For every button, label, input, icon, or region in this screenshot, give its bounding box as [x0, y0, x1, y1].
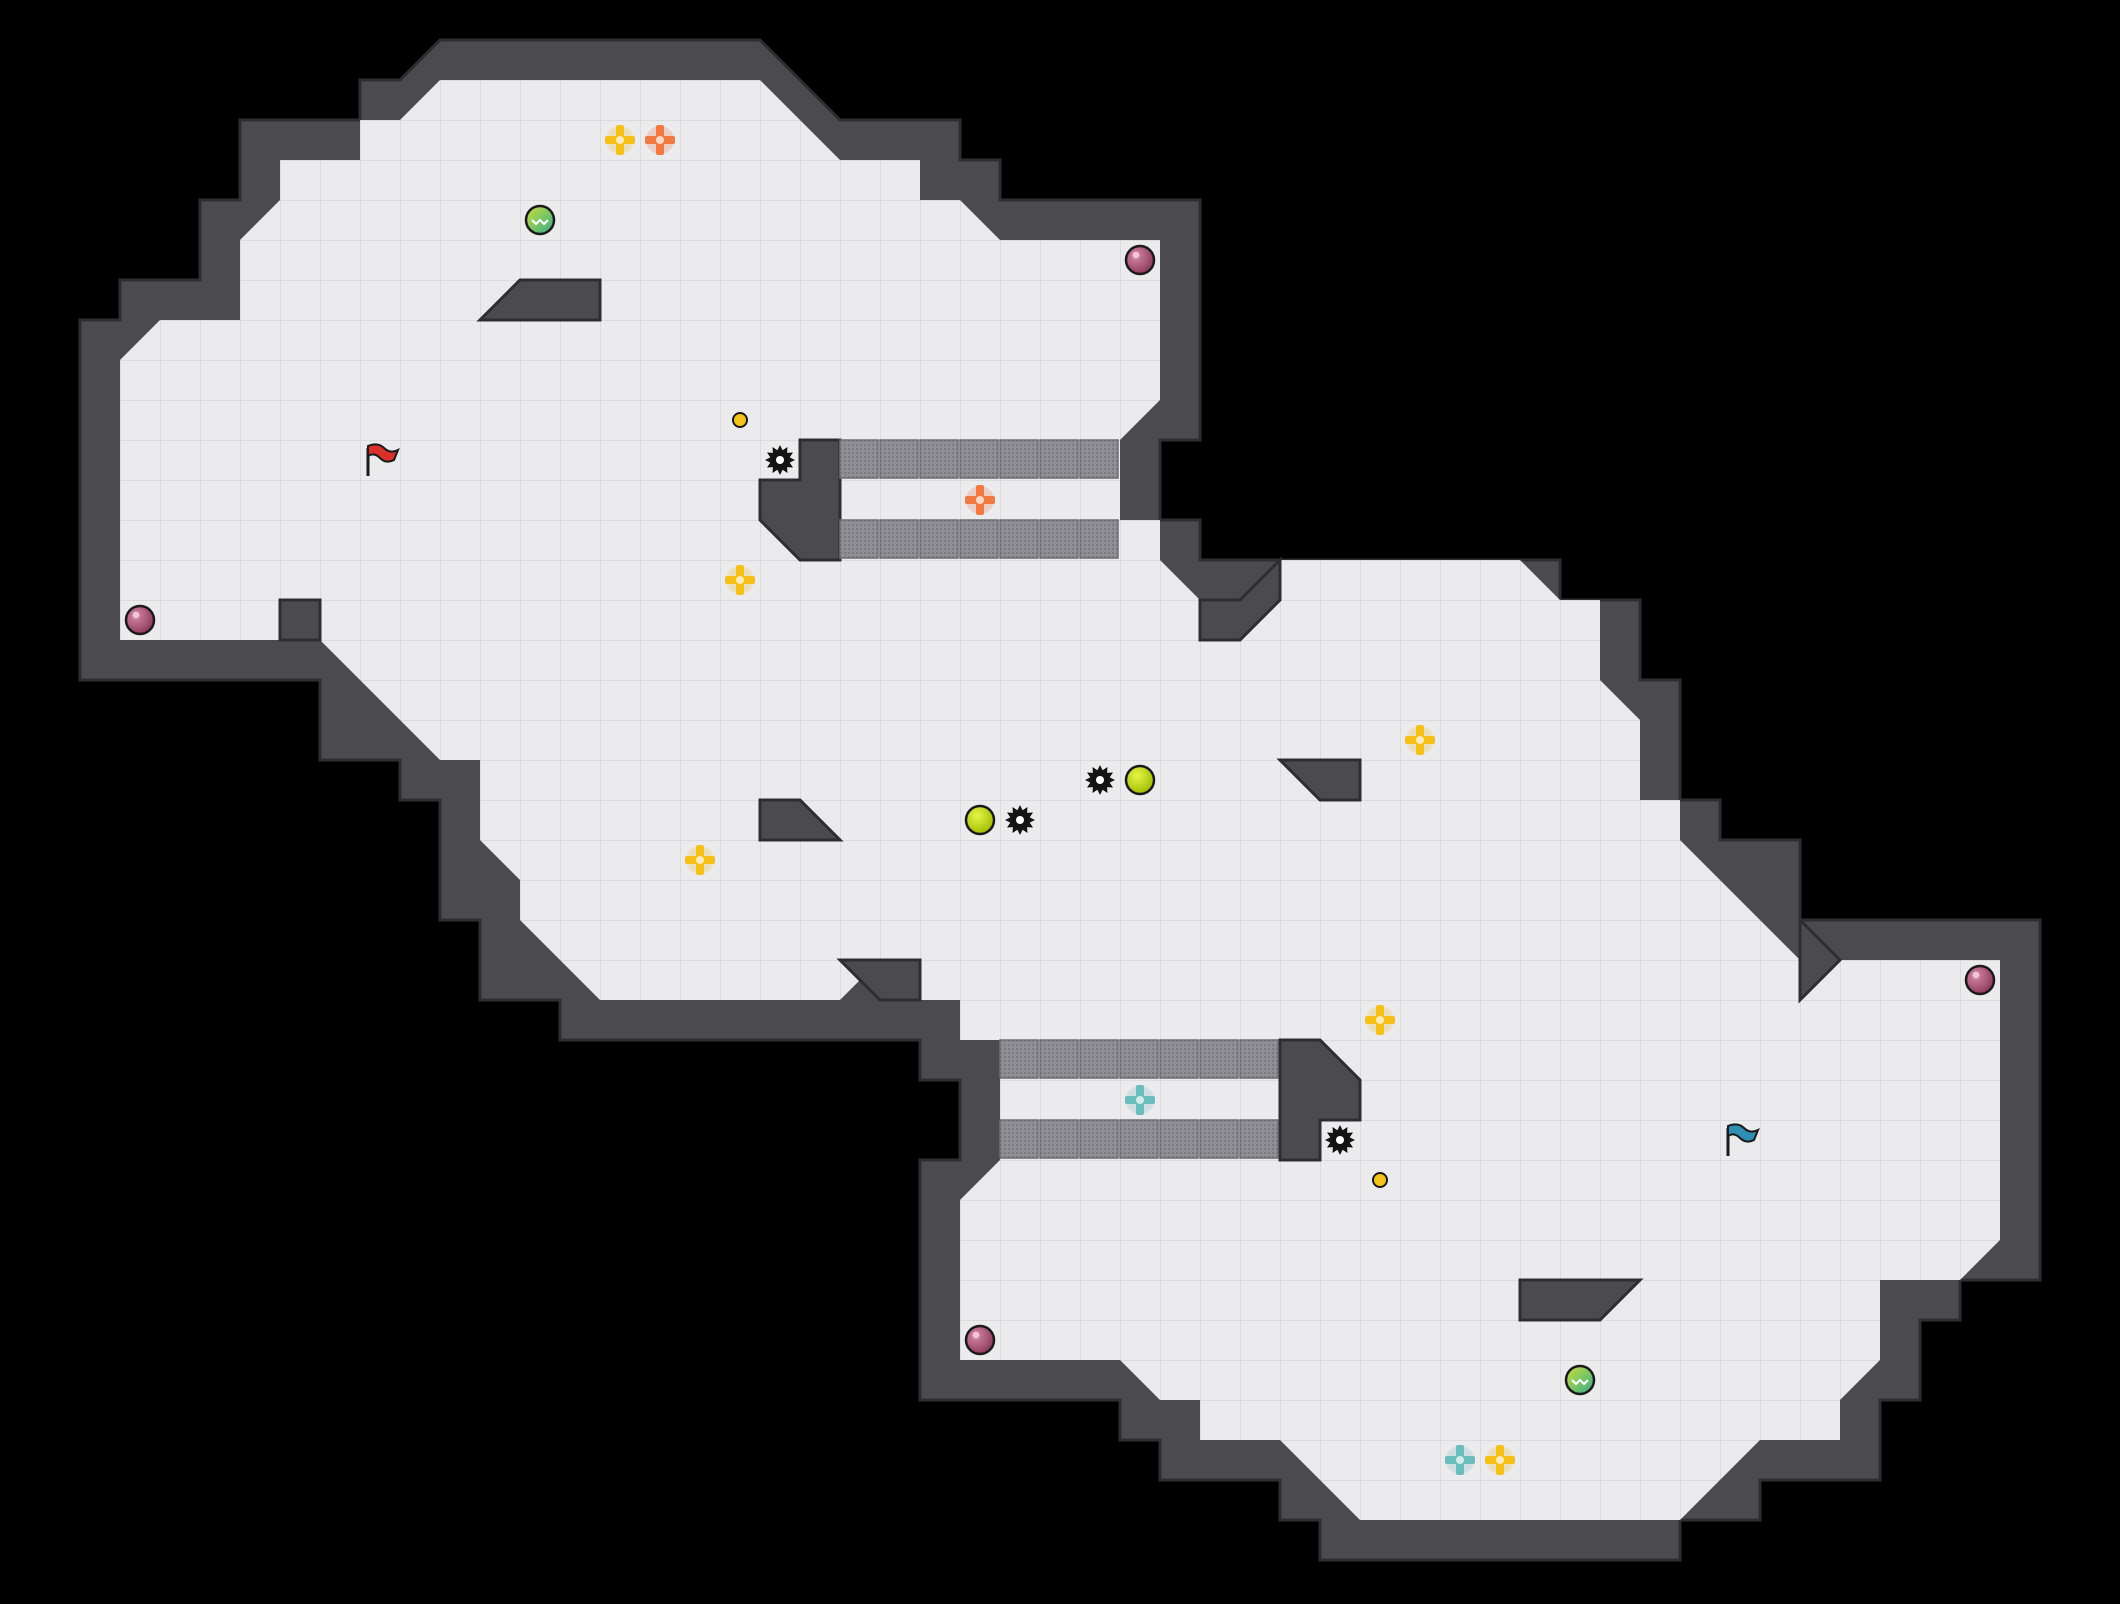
wall-block: [1518, 1278, 1644, 1322]
speed-tile: [1039, 439, 1079, 479]
speed-tile: [999, 439, 1039, 479]
spike-icon: [765, 445, 795, 475]
wall-block: [1798, 916, 1843, 1004]
speed-tile: [1159, 1119, 1199, 1159]
button-icon: [1372, 1172, 1388, 1188]
speed-tile: [919, 439, 959, 479]
bomb-icon: [124, 604, 156, 636]
wall-block: [836, 958, 922, 1002]
speed-tile: [1079, 1119, 1119, 1159]
wall-block: [758, 798, 844, 842]
portal-icon: [1564, 1364, 1596, 1396]
speed-tile: [999, 1119, 1039, 1159]
speed-tile: [1159, 1039, 1199, 1079]
boost-icon: [1365, 1005, 1395, 1035]
speed-tile: [959, 439, 999, 479]
speed-tile: [1199, 1119, 1239, 1159]
speed-tile: [879, 519, 919, 559]
speed-tile: [999, 1039, 1039, 1079]
spike-icon: [1005, 805, 1035, 835]
speed-tile: [1119, 1039, 1159, 1079]
speed-tile: [919, 519, 959, 559]
wall-block: [1278, 1038, 1362, 1162]
boost-icon: [1445, 1445, 1475, 1475]
boost-icon: [1125, 1085, 1155, 1115]
spike-icon: [1085, 765, 1115, 795]
speed-tile: [879, 439, 919, 479]
powerup-icon: [1124, 764, 1156, 796]
boost-icon: [605, 125, 635, 155]
speed-tile: [959, 519, 999, 559]
boost-icon: [725, 565, 755, 595]
floor: [120, 80, 2000, 1520]
boost-icon: [645, 125, 675, 155]
speed-tile: [1079, 519, 1119, 559]
speed-tile: [839, 439, 879, 479]
speed-tile: [839, 519, 879, 559]
portal-icon: [524, 204, 556, 236]
bomb-icon: [1964, 964, 1996, 996]
boost-icon: [685, 845, 715, 875]
speed-tile: [1239, 1039, 1279, 1079]
boost-icon: [965, 485, 995, 515]
boost-icon: [1405, 725, 1435, 755]
flag-icon: [1726, 1123, 1760, 1156]
spike-icon: [1325, 1125, 1355, 1155]
speed-tile: [1039, 519, 1079, 559]
map-objects: [124, 125, 1996, 1475]
bomb-icon: [964, 1324, 996, 1356]
powerup-icon: [964, 804, 996, 836]
floor-region: [120, 80, 2000, 1520]
speed-tile: [1199, 1039, 1239, 1079]
speed-tile: [1119, 1119, 1159, 1159]
speed-tile: [1079, 439, 1119, 479]
wall-block: [278, 598, 322, 642]
speed-tiles: [839, 439, 1279, 1159]
speed-tile: [1039, 1039, 1079, 1079]
speed-tile: [1239, 1119, 1279, 1159]
speed-tile: [1039, 1119, 1079, 1159]
bomb-icon: [1124, 244, 1156, 276]
boost-icon: [1485, 1445, 1515, 1475]
inner-walls: [278, 278, 1843, 1322]
flag-icon: [366, 443, 400, 476]
speed-tile: [1079, 1039, 1119, 1079]
wall-block: [476, 278, 602, 322]
speed-tile: [999, 519, 1039, 559]
wall-block: [1276, 758, 1362, 802]
wall-block: [1198, 556, 1282, 642]
button-icon: [732, 412, 748, 428]
